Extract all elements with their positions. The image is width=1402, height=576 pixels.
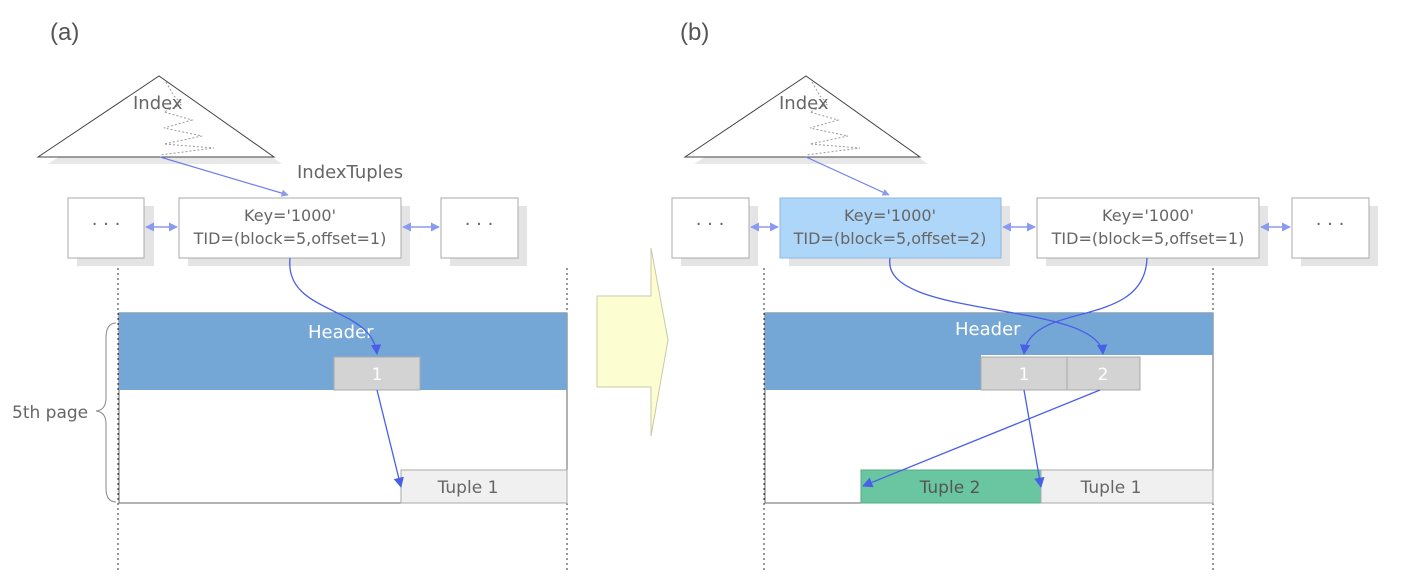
panel-b-label: (b) — [680, 19, 709, 46]
index-tuple-tid: TID=(block=5,offset=1) — [193, 229, 387, 248]
right-dots-box-b — [1291, 197, 1370, 259]
line-pointer-2-b — [1066, 356, 1141, 391]
index-to-tuple-arrow — [159, 156, 289, 197]
index-tuples-label: IndexTuples — [297, 162, 403, 183]
index-tuple-box — [178, 197, 402, 259]
slot-1-to-tuple-1-arrow — [1023, 389, 1045, 489]
left-dots-box-b — [671, 197, 750, 259]
index-triangle-b — [683, 75, 922, 158]
slot-to-tuple-arrow — [376, 389, 404, 489]
line-pointer-2-b-label: 2 — [1098, 365, 1109, 385]
right-dots-b: · · · — [1316, 214, 1345, 235]
right-dots: · · · — [465, 214, 494, 235]
tuple-2-b-label: Tuple 2 — [919, 478, 981, 498]
index-tree-a: Index — [36, 75, 282, 164]
left-dots: · · · — [92, 214, 121, 235]
panel-a-label: (a) — [50, 19, 79, 46]
line-pointer-1 — [333, 356, 421, 391]
index-branch-path — [159, 81, 215, 156]
new-index-tuple-tid: TID=(block=5,offset=2) — [793, 229, 987, 248]
tid-to-slot-arrow — [289, 257, 382, 356]
old-tid-to-slot-1-arrow — [1019, 257, 1148, 356]
index-to-tuple-arrow-b — [805, 156, 890, 196]
line-pointer-1-label: 1 — [372, 365, 383, 385]
header-label-b: Header — [955, 319, 1021, 340]
line-pointer-1-b-label: 1 — [1019, 365, 1030, 385]
index-tuple-key: Key='1000' — [244, 206, 336, 225]
left-dots-box — [67, 197, 145, 259]
new-tid-to-slot-2-arrow — [889, 257, 1108, 356]
panel-a: (a) Index IndexTuples · · · Key='1000' T… — [12, 19, 568, 570]
tuple-1-b — [1040, 469, 1214, 504]
page-header-b-lower — [765, 355, 981, 390]
new-index-tuple-key: Key='1000' — [844, 206, 936, 225]
header-label: Header — [308, 322, 374, 343]
new-index-tuple-box — [779, 197, 1002, 259]
page-header-b — [765, 313, 1213, 355]
index-label-b: Index — [779, 93, 829, 114]
tuple-1 — [400, 469, 568, 504]
index-branch-path-b — [805, 81, 861, 156]
tuple-1-label: Tuple 1 — [437, 478, 499, 498]
old-index-tuple-tid: TID=(block=5,offset=1) — [1051, 229, 1245, 248]
page-brace — [95, 322, 117, 503]
index-tree-b: Index — [683, 75, 928, 164]
index-triangle — [36, 75, 276, 158]
slot-2-to-tuple-2-arrow — [862, 389, 1101, 488]
page-label: 5th page — [12, 403, 88, 423]
transition-arrow — [596, 247, 669, 437]
index-label: Index — [133, 93, 183, 114]
left-dots-b: · · · — [696, 214, 725, 235]
old-index-tuple-box — [1036, 197, 1260, 259]
tuple-1-b-label: Tuple 1 — [1080, 478, 1142, 498]
right-dots-box — [440, 197, 519, 259]
line-pointer-1-b — [980, 356, 1068, 391]
panel-b: (b) Index · · · Key='1000' TID=(block=5,… — [671, 19, 1378, 570]
old-index-tuple-key: Key='1000' — [1102, 206, 1194, 225]
